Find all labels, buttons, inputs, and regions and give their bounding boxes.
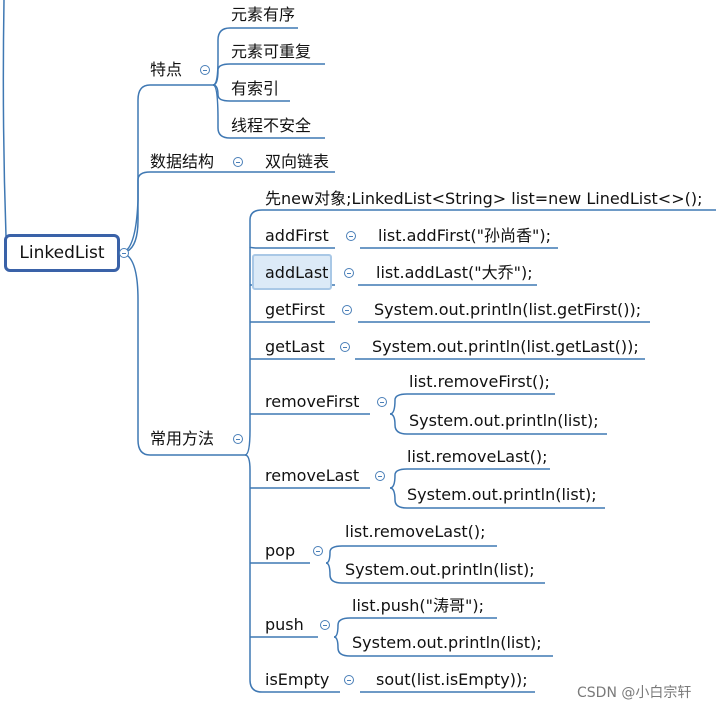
feature-item[interactable]: 元素有序 — [231, 5, 296, 24]
feature-item[interactable]: 线程不安全 — [231, 116, 312, 135]
collapse-icon[interactable] — [340, 342, 350, 352]
method-code[interactable]: System.out.println(list.getFirst()); — [374, 300, 642, 319]
collapse-icon[interactable] — [313, 546, 323, 556]
selection-highlight — [252, 254, 332, 290]
watermark: CSDN @小白宗轩 — [577, 685, 692, 701]
method-code[interactable]: System.out.println(list); — [407, 485, 597, 504]
method-getfirst[interactable]: getFirst — [265, 300, 325, 319]
collapse-icon[interactable] — [344, 675, 354, 685]
method-code[interactable]: System.out.println(list); — [352, 633, 542, 652]
collapse-icon[interactable] — [344, 268, 354, 278]
method-removefirst[interactable]: removeFirst — [265, 392, 360, 411]
method-code[interactable]: System.out.println(list); — [345, 560, 535, 579]
collapse-icon[interactable] — [320, 620, 330, 630]
method-addlast[interactable]: addLast — [265, 263, 329, 282]
collapse-icon[interactable] — [233, 157, 243, 167]
method-removelast[interactable]: removeLast — [265, 466, 360, 485]
root-label: LinkedList — [19, 243, 105, 263]
collapse-icon[interactable] — [119, 248, 129, 258]
root-node[interactable]: LinkedList — [4, 234, 120, 272]
collapse-icon[interactable] — [233, 434, 243, 444]
branch-label: 数据结构 — [150, 152, 215, 171]
structure-item[interactable]: 双向链表 — [265, 152, 330, 171]
method-pop[interactable]: pop — [265, 541, 296, 560]
method-code[interactable]: System.out.println(list.getLast()); — [372, 337, 639, 356]
method-code[interactable]: list.push("涛哥"); — [352, 596, 484, 615]
method-isempty[interactable]: isEmpty — [265, 670, 330, 689]
method-getlast[interactable]: getLast — [265, 337, 325, 356]
method-code[interactable]: sout(list.isEmpty)); — [376, 670, 528, 689]
branch-label: 常用方法 — [150, 429, 215, 448]
method-push[interactable]: push — [265, 615, 304, 634]
method-code[interactable]: list.removeFirst(); — [409, 372, 550, 391]
method-code[interactable]: list.removeLast(); — [407, 447, 548, 466]
collapse-icon[interactable] — [342, 305, 352, 315]
collapse-icon[interactable] — [346, 231, 356, 241]
method-code[interactable]: System.out.println(list); — [409, 411, 599, 430]
method-code[interactable]: list.addLast("大乔"); — [376, 263, 533, 282]
collapse-icon[interactable] — [375, 471, 385, 481]
feature-item[interactable]: 元素可重复 — [231, 42, 312, 61]
feature-item[interactable]: 有索引 — [231, 79, 280, 98]
collapse-icon[interactable] — [200, 65, 210, 75]
method-code[interactable]: list.addFirst("孙尚香"); — [378, 226, 551, 245]
method-note[interactable]: 先new对象;LinkedList<String> list=new Lined… — [265, 189, 703, 208]
branch-structure[interactable]: 数据结构 — [150, 152, 214, 172]
collapse-icon[interactable] — [377, 397, 387, 407]
branch-features[interactable]: 特点 — [150, 60, 182, 80]
branch-methods[interactable]: 常用方法 — [150, 429, 214, 449]
method-code[interactable]: list.removeLast(); — [345, 522, 486, 541]
branch-label: 特点 — [150, 60, 183, 79]
method-addfirst[interactable]: addFirst — [265, 226, 329, 245]
